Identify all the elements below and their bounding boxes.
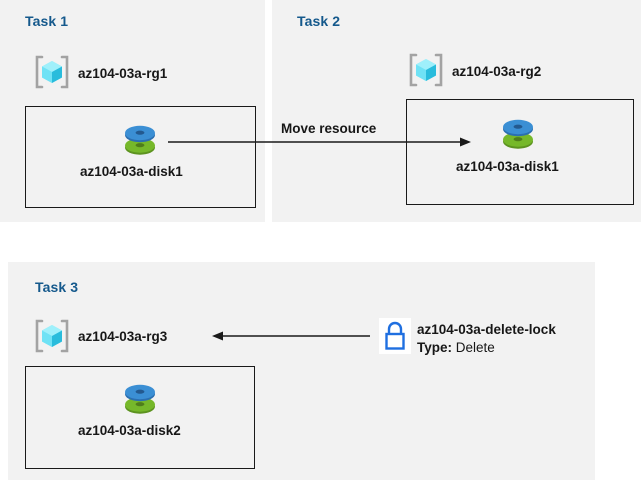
- managed-disk-icon: [120, 375, 160, 417]
- task-1-label: Task 1: [25, 13, 69, 29]
- resource-container-box: [406, 99, 634, 205]
- delete-lock-type-label: Type:: [417, 340, 453, 355]
- delete-lock-arrow: [212, 331, 370, 341]
- resource-name: az104-03a-disk1: [456, 159, 559, 174]
- delete-lock-type: Type: Delete: [417, 340, 495, 355]
- resource-name: az104-03a-disk2: [78, 423, 181, 438]
- delete-lock-type-value: Delete: [455, 340, 495, 355]
- resource-group-icon: [32, 52, 72, 92]
- managed-disk-icon: [120, 116, 160, 158]
- move-resource-label: Move resource: [281, 121, 377, 136]
- panel-task-3: Task 3 az104-03a-rg3 az104-0: [8, 262, 595, 480]
- resource-group-name: az104-03a-rg2: [452, 64, 542, 79]
- resource-group-name: az104-03a-rg1: [78, 66, 168, 81]
- resource-container-box: [25, 366, 255, 469]
- task-2-label: Task 2: [297, 13, 341, 29]
- resource-name: az104-03a-disk1: [80, 164, 183, 179]
- panel-task-2: Task 2 az104-03a-rg2 az104-0: [272, 0, 641, 222]
- resource-container-box: [25, 106, 256, 208]
- resource-group-icon: [406, 50, 446, 90]
- task-3-label: Task 3: [35, 279, 79, 295]
- resource-group-icon: [32, 316, 72, 356]
- padlock-icon: [379, 318, 411, 354]
- managed-disk-icon: [498, 110, 538, 152]
- panel-task-1: Task 1 az104-03a-rg1: [0, 0, 265, 222]
- move-resource-arrow: [168, 137, 471, 147]
- resource-group-name: az104-03a-rg3: [78, 329, 168, 344]
- delete-lock-name: az104-03a-delete-lock: [417, 322, 556, 337]
